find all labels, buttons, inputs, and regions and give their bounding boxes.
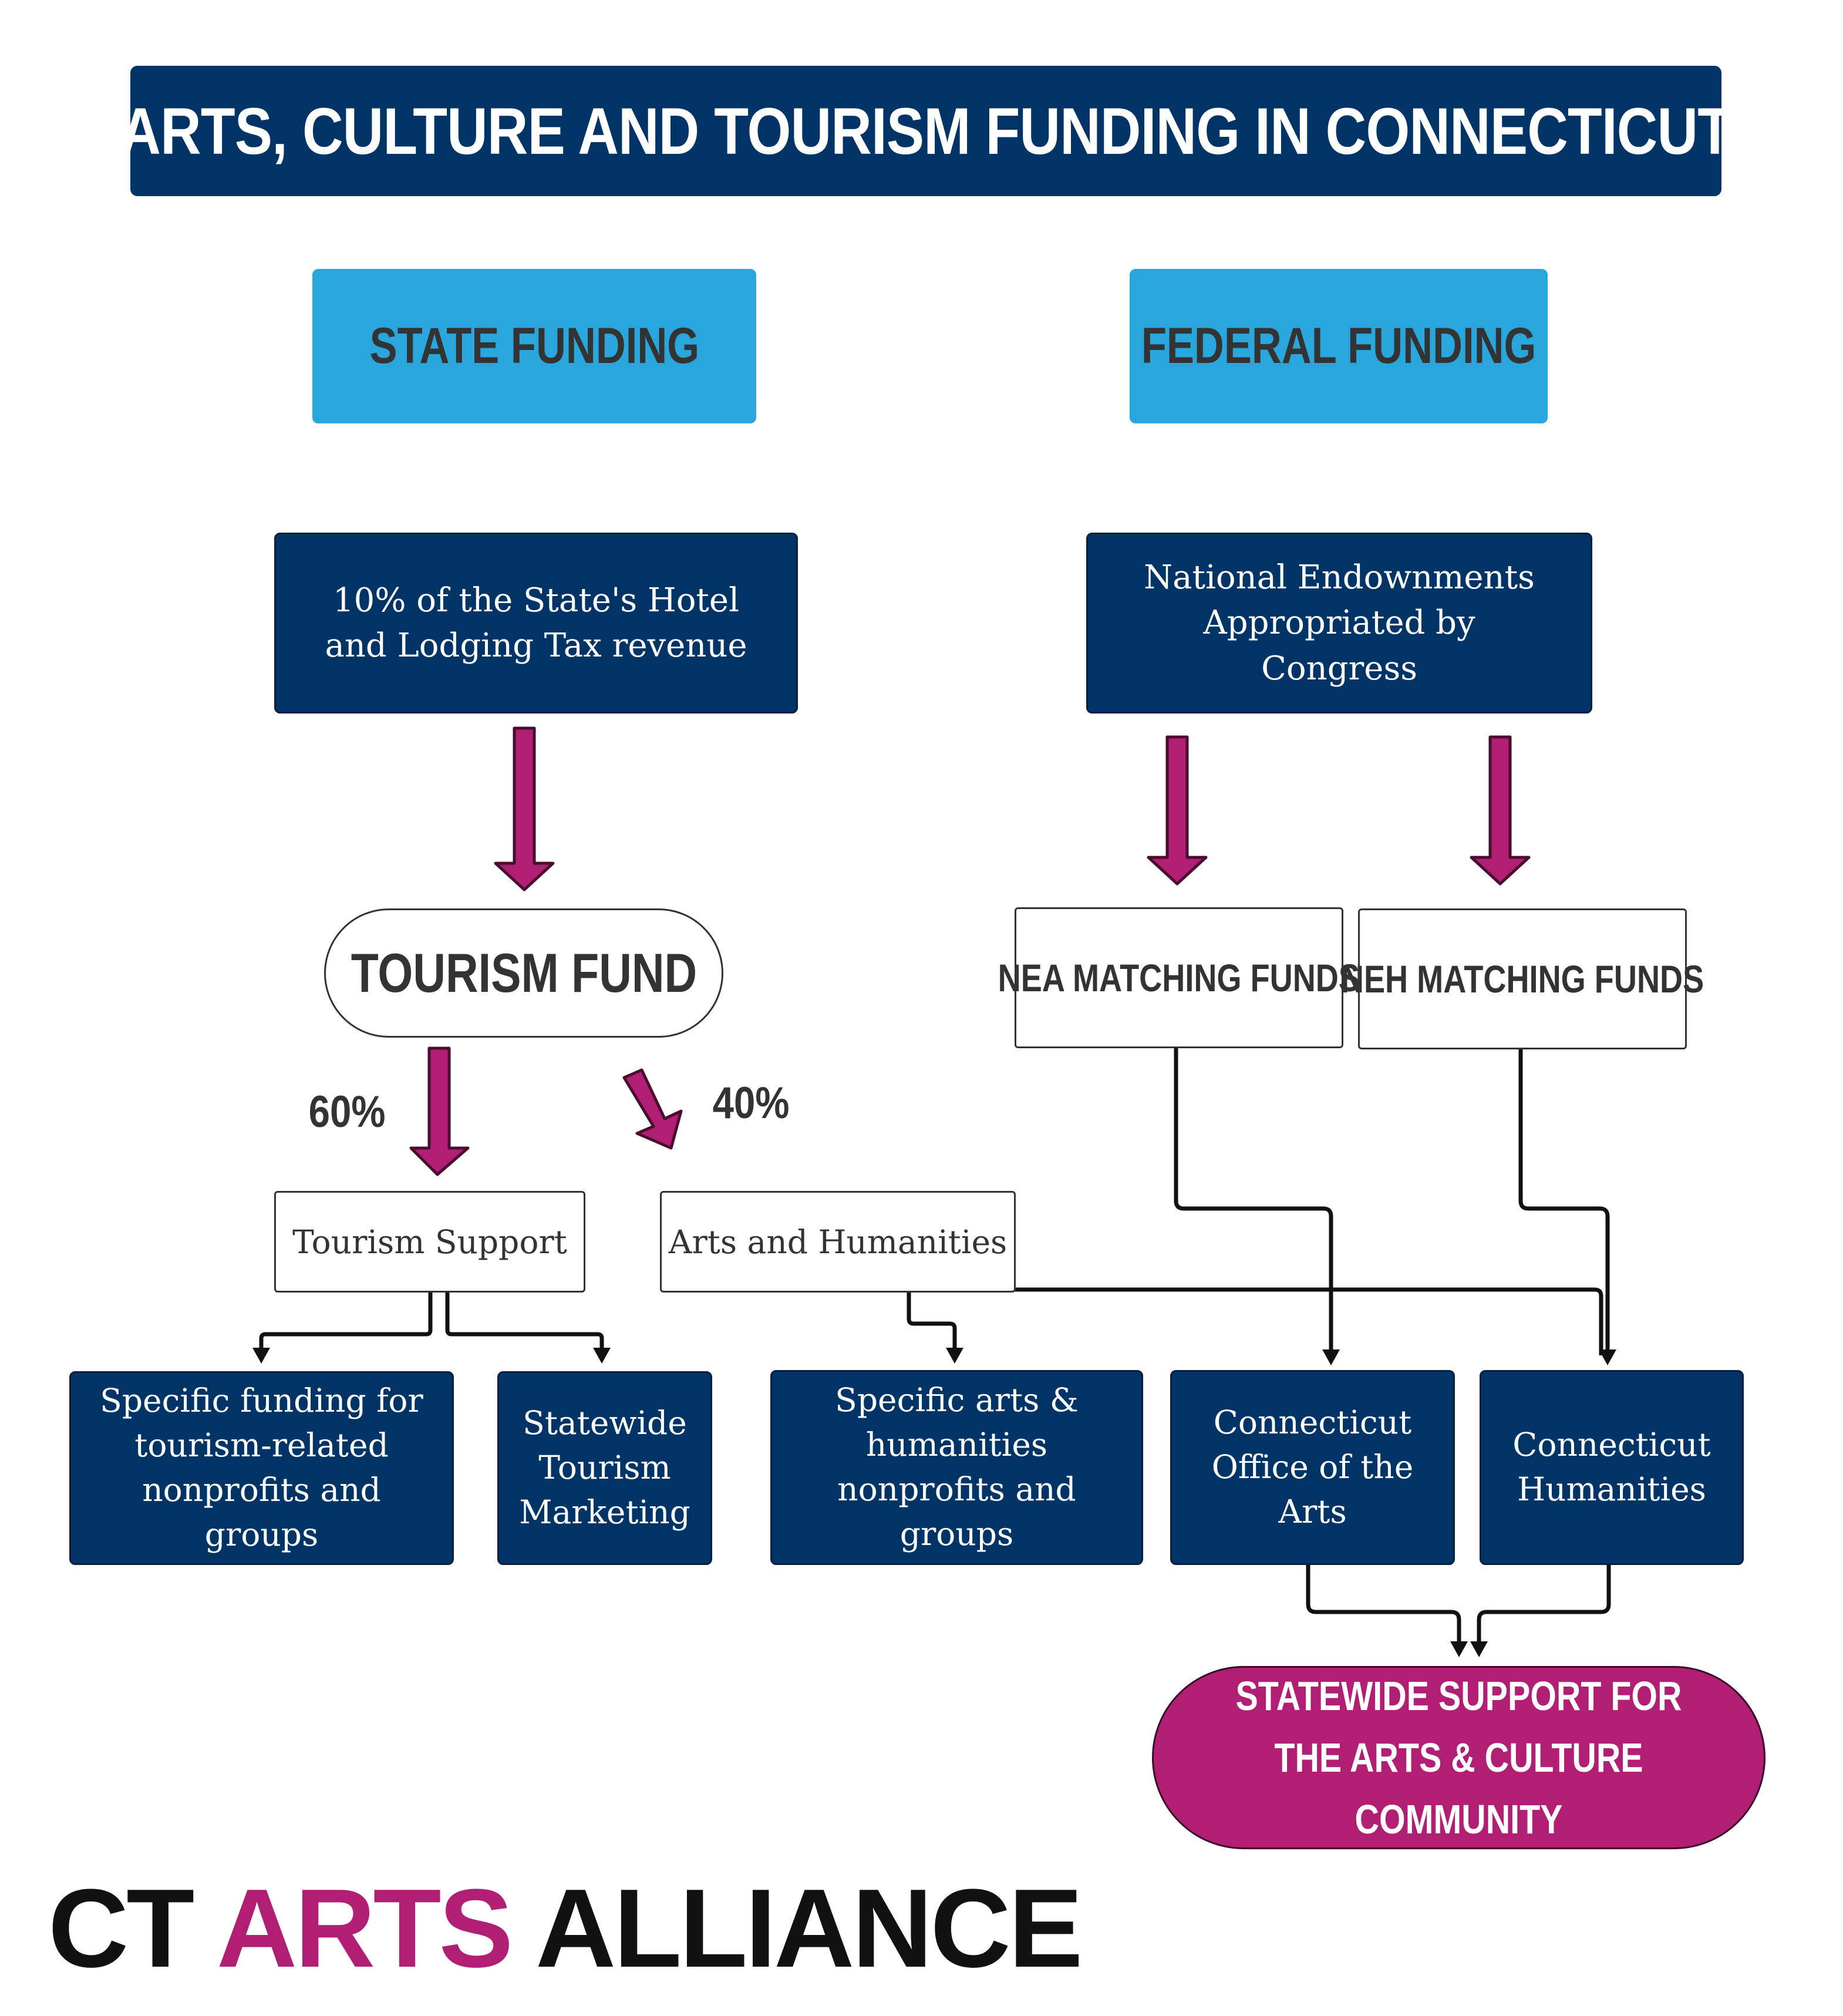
state-funding-header: STATE FUNDING — [312, 269, 756, 423]
split-60-percent: 60% — [308, 1087, 386, 1137]
split-40-percent: 40% — [712, 1078, 790, 1128]
tourism-fund-node: TOURISM FUND — [324, 908, 723, 1038]
magenta-arrow-hotel-to-fund — [494, 726, 555, 891]
magenta-arrow-60 — [409, 1046, 470, 1176]
arrowheads — [252, 1348, 1616, 1657]
hotel-tax-box: 10% of the State's Hotel and Lodging Tax… — [274, 533, 798, 713]
arts-humanities-box: Arts and Humanities — [660, 1191, 1016, 1293]
statewide-support-node: STATEWIDE SUPPORT FOR THE ARTS & CULTURE… — [1152, 1666, 1765, 1849]
magenta-arrow-neh — [1470, 735, 1531, 886]
ct-arts-alliance-logo: CT ARTS ALLIANCE — [48, 1866, 1083, 1991]
neh-matching-funds-box: NEH MATCHING FUNDS — [1341, 908, 1704, 1049]
tourism-marketing-box: Statewide Tourism Marketing — [497, 1371, 712, 1565]
page-title: ARTS, CULTURE AND TOURISM FUNDING IN CON… — [120, 66, 1732, 196]
magenta-arrow-nea — [1147, 735, 1208, 886]
arts-nonprofits-box: Specific arts & humanities nonprofits an… — [770, 1370, 1143, 1565]
magenta-arrow-40 — [622, 1068, 683, 1150]
federal-funding-header: FEDERAL FUNDING — [1130, 269, 1548, 423]
title-text: ARTS, CULTURE AND TOURISM FUNDING IN CON… — [120, 94, 1733, 168]
ct-humanities-box: Connecticut Humanities — [1480, 1370, 1744, 1565]
tourism-nonprofits-box: Specific funding for tourism-related non… — [69, 1371, 454, 1565]
office-of-arts-box: Connecticut Office of the Arts — [1170, 1370, 1455, 1565]
nea-matching-funds-box: NEA MATCHING FUNDS — [998, 907, 1360, 1048]
national-endowments-box: National Endownments Appropriated by Con… — [1086, 533, 1592, 713]
flow-lines — [259, 1048, 1611, 1644]
tourism-support-box: Tourism Support — [274, 1191, 585, 1293]
